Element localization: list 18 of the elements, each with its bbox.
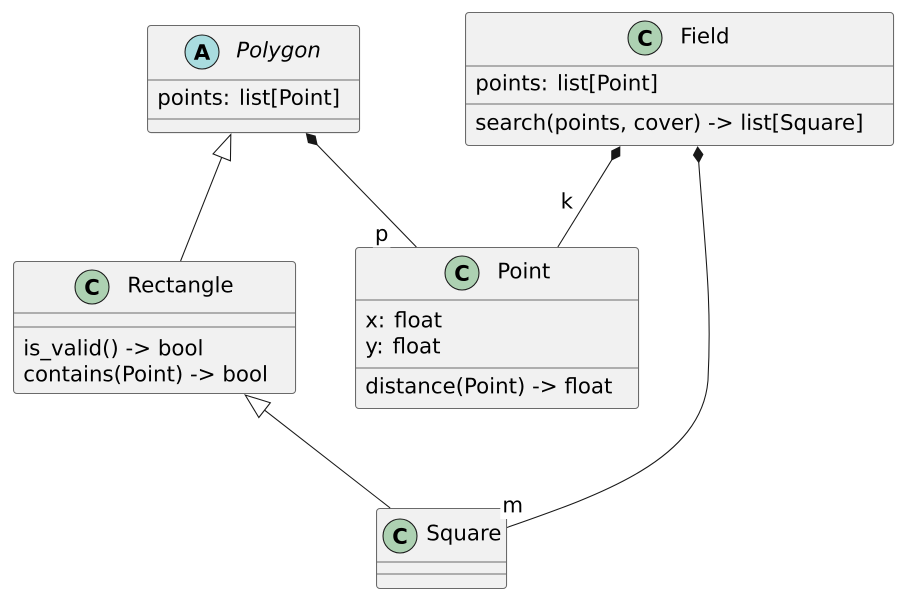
class-name: Point bbox=[499, 262, 550, 279]
class-name: Square bbox=[428, 524, 500, 545]
attribute-text: x: float bbox=[366, 311, 442, 328]
class-name: Field bbox=[682, 27, 728, 44]
edge-label: m bbox=[500, 494, 526, 519]
attribute-text: points: list[Point] bbox=[477, 74, 656, 95]
method-text: contains(Point) -> bool bbox=[24, 365, 266, 384]
composition-line bbox=[557, 146, 620, 248]
method-text: is_valid() -> bool bbox=[25, 339, 202, 360]
class-name: Rectangle bbox=[129, 276, 232, 297]
edge-label: p bbox=[372, 224, 390, 248]
method-text: distance(Point) -> float bbox=[366, 377, 612, 396]
attribute-text: points: list[Point] bbox=[159, 88, 338, 110]
edge-label: k bbox=[558, 191, 575, 216]
attribute-text: y: float bbox=[366, 337, 440, 358]
composition-line bbox=[306, 133, 417, 248]
method-text: search(points, cover) -> list[Square] bbox=[476, 114, 862, 134]
class-name: Polygon bbox=[236, 41, 320, 62]
